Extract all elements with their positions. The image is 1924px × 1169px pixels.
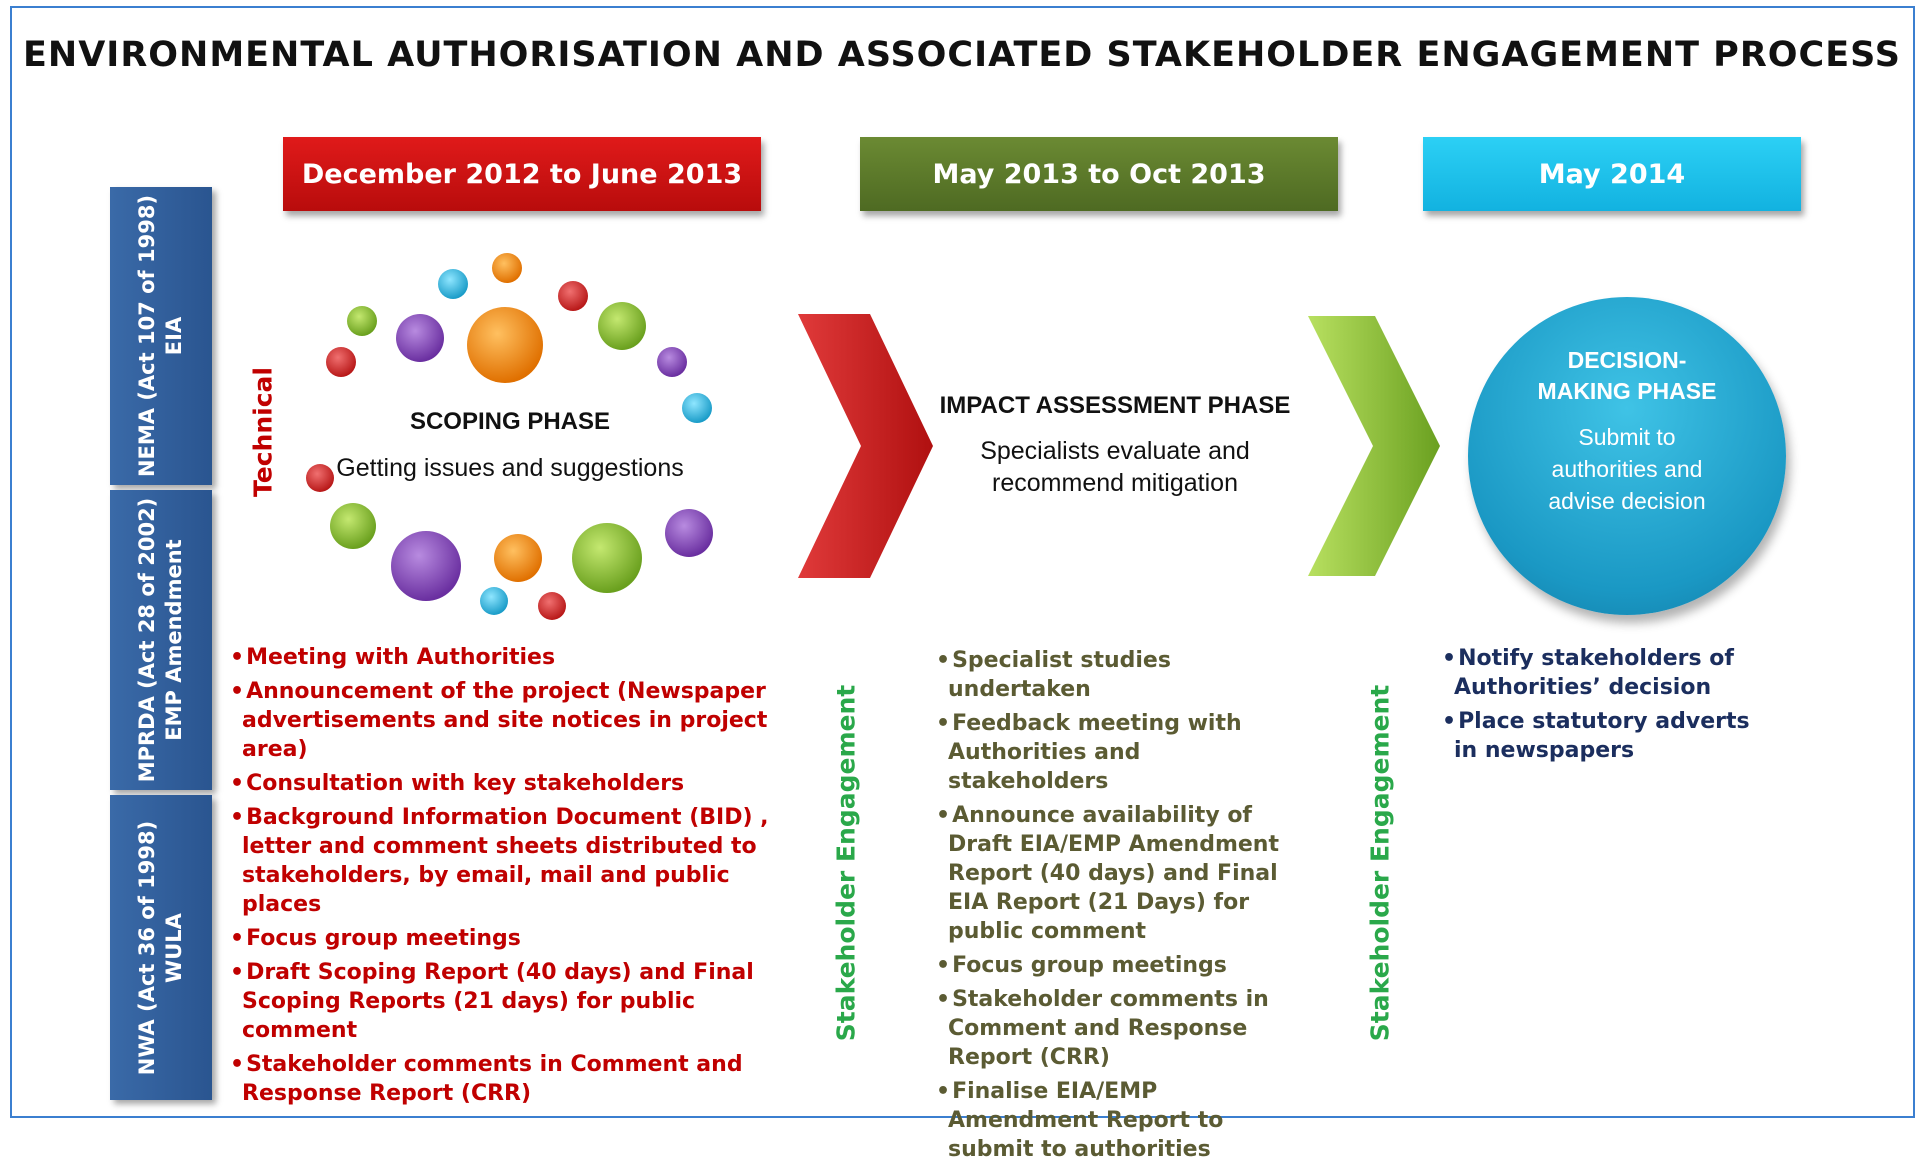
impact-phase-title: IMPACT ASSESSMENT PHASE	[939, 392, 1291, 419]
decision-activities-list: Notify stakeholders of Authorities’ deci…	[1442, 644, 1772, 770]
phase1-date-banner: December 2012 to June 2013	[283, 137, 761, 211]
diagram-title: ENVIRONMENTAL AUTHORISATION AND ASSOCIAT…	[23, 35, 1901, 75]
sidebar-nema: NEMA (Act 107 of 1998) EIA	[110, 187, 212, 485]
list-item: Stakeholder comments in Comment and Resp…	[936, 985, 1301, 1072]
diagram-graphics	[306, 253, 1440, 620]
decision-phase-circle: DECISION- MAKING PHASE Submit to authori…	[1468, 297, 1786, 615]
list-item: Background Information Document (BID) , …	[230, 803, 800, 919]
list-item: Specialist studies undertaken	[936, 646, 1301, 704]
chevron-arrow-icon-1	[798, 314, 933, 578]
list-item: Meeting with Authorities	[230, 643, 800, 672]
bubble-cluster	[306, 253, 713, 620]
sidebar-nwa: NWA (Act 36 of 1998) WULA	[110, 795, 212, 1100]
list-item: Place statutory adverts in newspapers	[1442, 707, 1772, 765]
decision-phase-title: DECISION- MAKING PHASE	[1537, 347, 1717, 404]
decision-phase-subtitle: Submit to authorities and advise decisio…	[1548, 424, 1706, 514]
list-item: Announcement of the project (Newspaper a…	[230, 677, 800, 764]
list-item: Notify stakeholders of Authorities’ deci…	[1442, 644, 1772, 702]
list-item: Consultation with key stakeholders	[230, 769, 800, 798]
scoping-activities-list: Meeting with Authorities Announcement of…	[230, 643, 800, 1113]
list-item: Draft Scoping Report (40 days) and Final…	[230, 958, 800, 1045]
chevron-arrow-icon-2	[1308, 316, 1440, 576]
list-item: Focus group meetings	[230, 924, 800, 953]
list-item: Announce availability of Draft EIA/EMP A…	[936, 801, 1301, 946]
list-item: Stakeholder comments in Comment and Resp…	[230, 1050, 800, 1108]
list-item: Finalise EIA/EMP Amendment Report to sub…	[936, 1077, 1301, 1164]
scoping-phase-subtitle: Getting issues and suggestions	[336, 454, 684, 482]
impact-activities-list: Specialist studies undertaken Feedback m…	[936, 646, 1301, 1169]
sidebar-mprda: MPRDA (Act 28 of 2002) EMP Amendment	[110, 490, 212, 790]
impact-phase-subtitle: Specialists evaluate and recommend mitig…	[980, 437, 1250, 497]
scoping-phase-title: SCOPING PHASE	[409, 408, 611, 435]
list-item: Feedback meeting with Authorities and st…	[936, 709, 1301, 796]
phase3-date-banner: May 2014	[1423, 137, 1801, 211]
list-item: Focus group meetings	[936, 951, 1301, 980]
phase2-date-banner: May 2013 to Oct 2013	[860, 137, 1338, 211]
